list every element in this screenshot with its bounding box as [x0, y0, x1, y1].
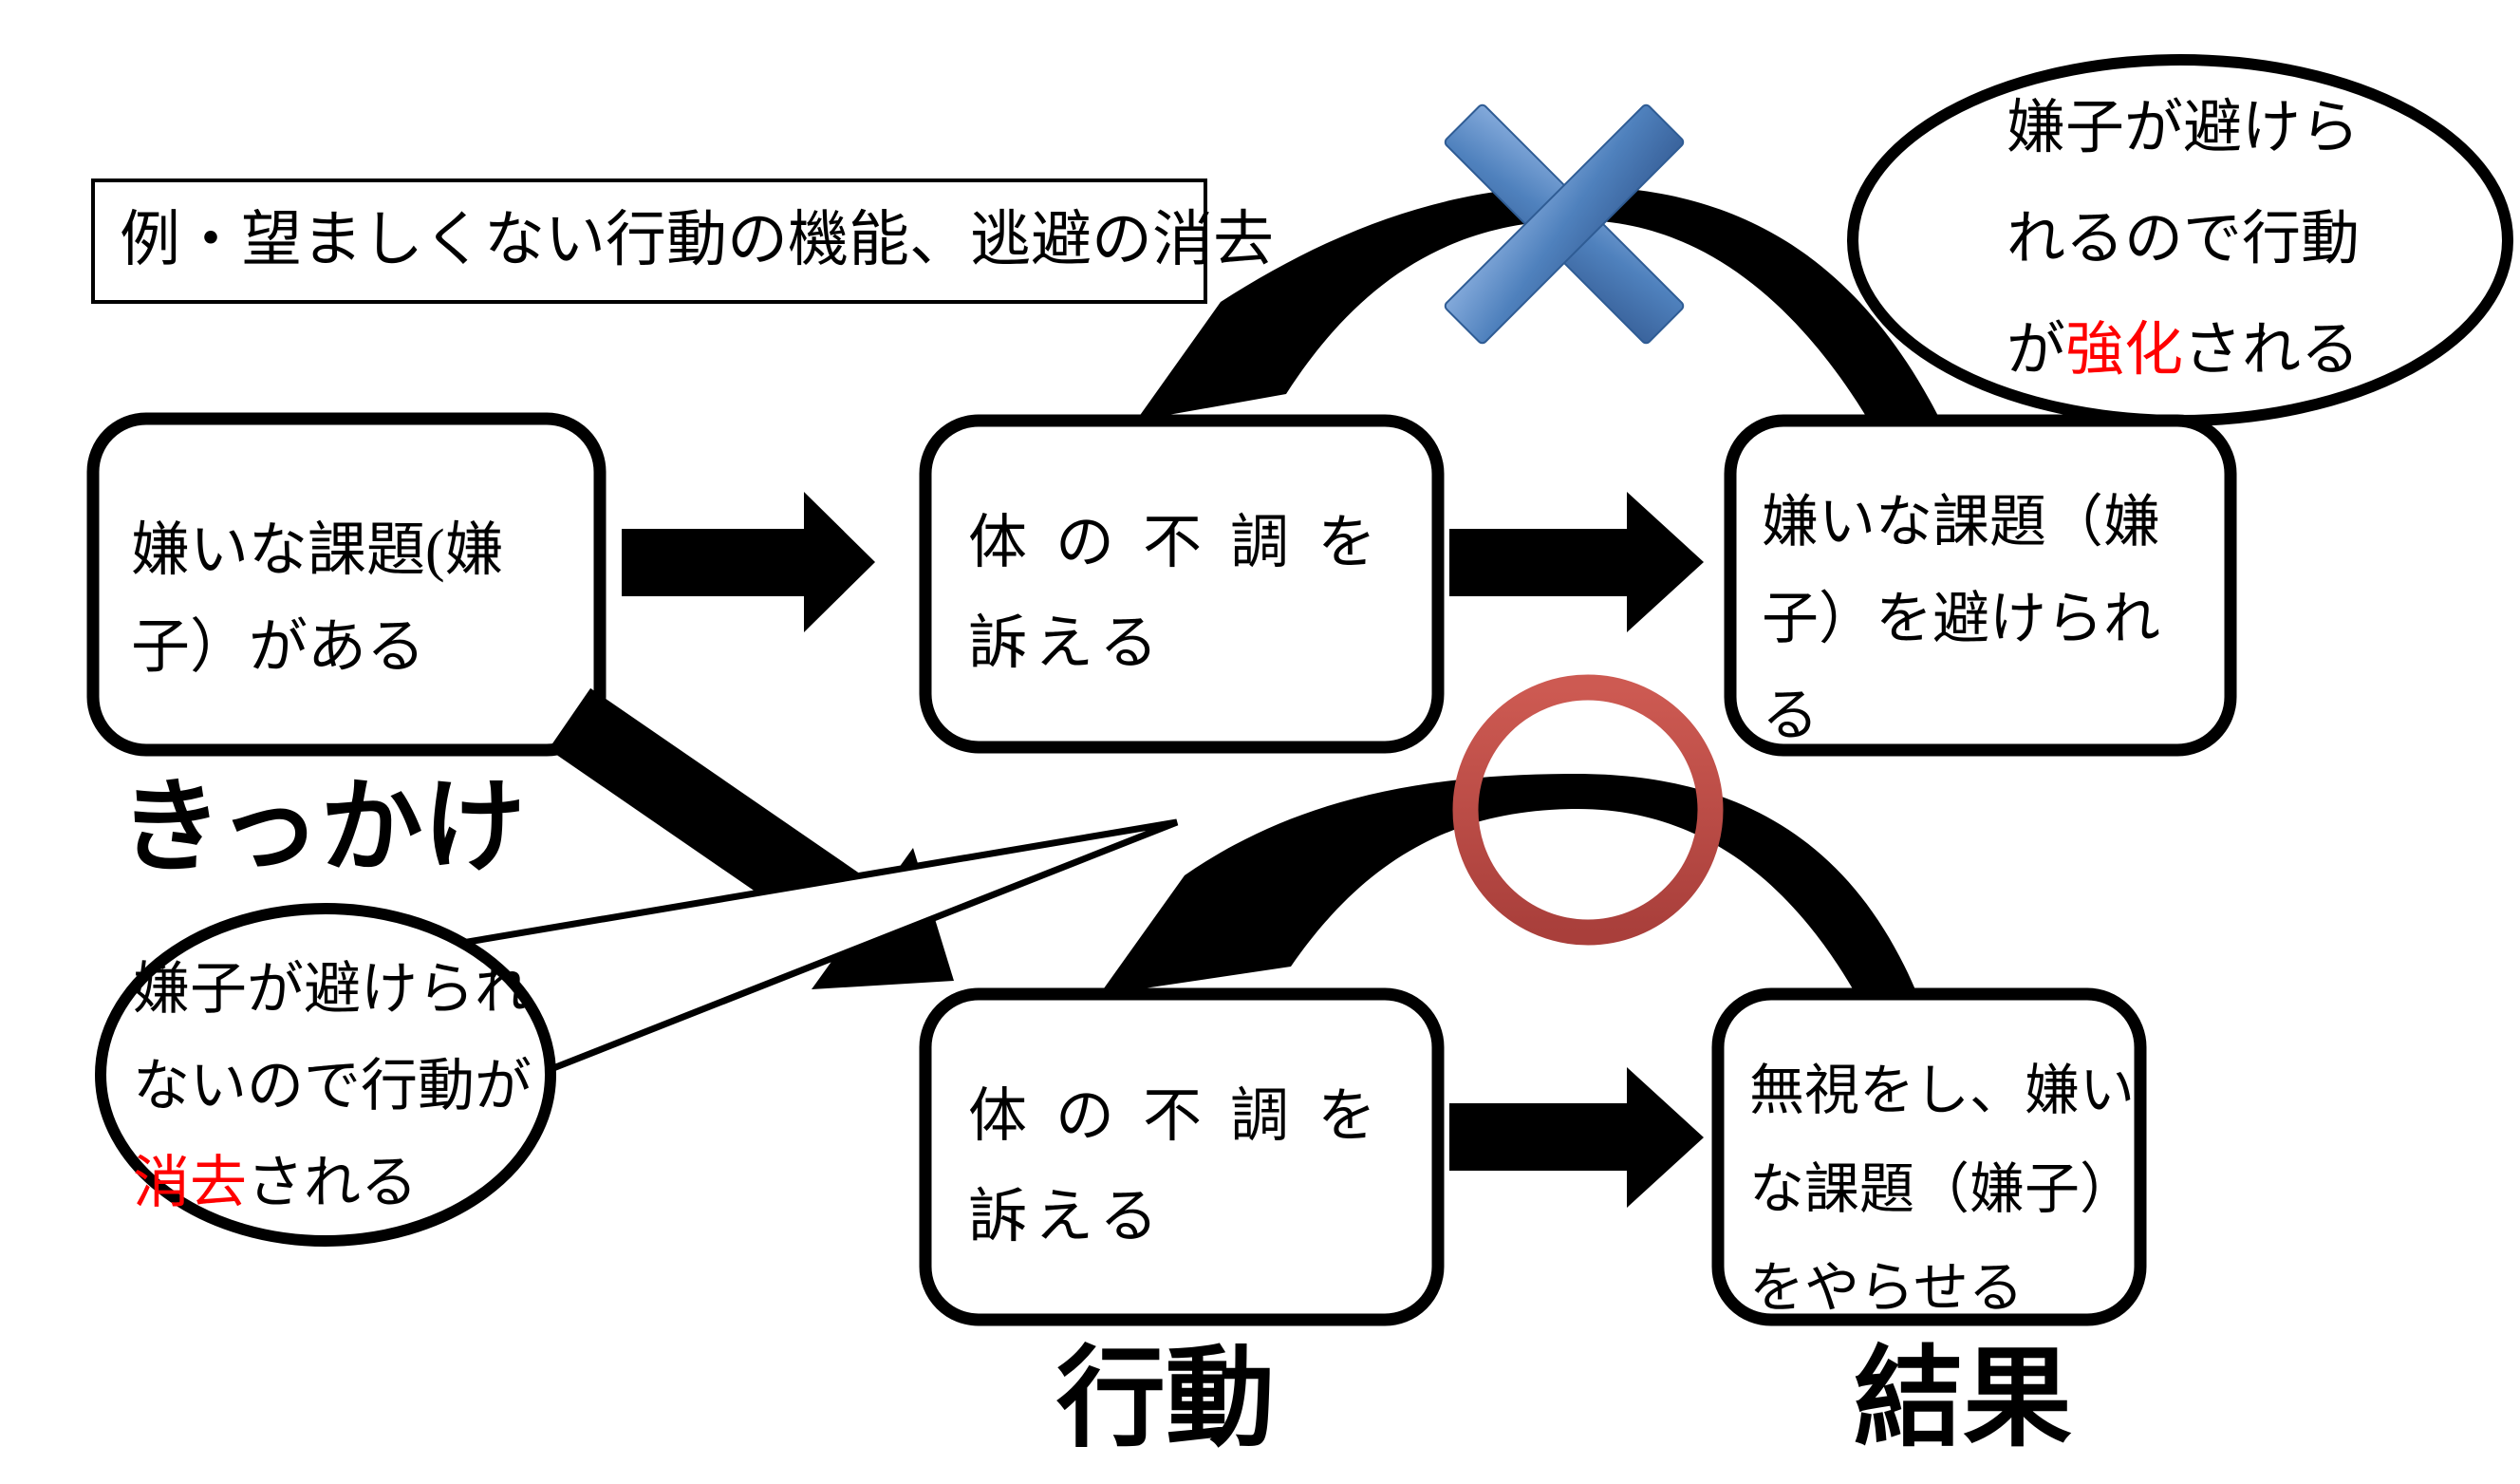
cross-bar-2	[1444, 103, 1685, 345]
example-note-text: 例・望ましくない行動の機能、逃避の消去	[120, 206, 1274, 273]
behavior-bottom-line2: 訴える	[968, 1185, 1166, 1249]
flow-box-consequence-top: 嫌いな課題（嫌 子）を避けられ る	[1724, 414, 2237, 757]
flow-box-behavior-bottom-border	[919, 987, 1445, 1326]
behavior-top-line1: 体の不調を	[968, 511, 1405, 575]
consequence-top-line2: 子）を避けられ	[1762, 588, 2160, 650]
example-note-box: 例・望ましくない行動の機能、逃避の消去	[91, 178, 1274, 304]
callout-extinguished: 嫌子が避けられ ないので行動が 消去される	[95, 818, 1179, 1247]
behavior-bottom-line1: 体の不調を	[968, 1084, 1405, 1149]
stage-label-behavior: 行動	[1056, 1338, 1275, 1459]
example-note-border	[91, 178, 1207, 304]
behavior-top-line2: 訴える	[968, 611, 1166, 676]
callout-reinforced-line2: れるので行動	[2007, 207, 2360, 272]
consequence-bottom-line1: 無視をし、嫌い	[1749, 1060, 2135, 1121]
flow-box-behavior-bottom: 体の不調を 訴える	[919, 987, 1445, 1326]
reinforced-emphasis-text: 強化	[2065, 318, 2183, 383]
flow-box-behavior-top-border	[919, 414, 1445, 754]
antecedent-line1: 嫌いな課題(嫌	[131, 518, 504, 583]
extinguished-emphasis-text: 消去	[133, 1152, 247, 1214]
allowed-ring-icon	[1452, 674, 1724, 946]
flow-box-consequence-bottom: 無視をし、嫌い な課題（嫌子） をやらせる	[1711, 987, 2147, 1326]
consequence-top-line3: る	[1762, 685, 1819, 747]
flow-box-antecedent-border	[86, 412, 607, 757]
arrow-behavior-to-consequence-bottom	[1449, 1067, 1704, 1208]
stage-label-consequence: 結果	[1854, 1338, 2072, 1459]
antecedent-line2: 子）がある	[131, 615, 425, 680]
callout-extinguished-line3: 消去される	[133, 1152, 418, 1214]
consequence-bottom-line2: な課題（嫌子）	[1749, 1158, 2135, 1220]
flow-box-consequence-bottom-border	[1711, 987, 2147, 1326]
callout-reinforced-line1: 嫌子が避けら	[2007, 96, 2360, 160]
stage-label-antecedent: きっかけ	[120, 769, 526, 884]
callout-extinguished-line2: ないので行動が	[133, 1055, 532, 1118]
flow-box-antecedent: 嫌いな課題(嫌 子）がある	[86, 412, 607, 757]
blocked-cross-icon	[1444, 103, 1685, 345]
callout-reinforced-line3: が強化される	[2007, 318, 2360, 383]
callout-reinforced: 嫌子が避けら れるので行動 が強化される	[1847, 54, 2513, 426]
callout-extinguished-line1: 嫌子が避けられ	[133, 958, 532, 1021]
arrow-antecedent-to-behavior	[622, 492, 875, 632]
flow-box-behavior-top: 体の不調を 訴える	[919, 414, 1445, 754]
flow-box-consequence-top-border	[1724, 414, 2237, 757]
consequence-bottom-line3: をやらせる	[1749, 1257, 2024, 1319]
consequence-top-line1: 嫌いな課題（嫌	[1762, 491, 2160, 554]
arrow-feedback-top	[1136, 186, 1944, 427]
arrow-behavior-to-consequence-top	[1449, 492, 1704, 632]
callout-extinguished-bubble	[95, 903, 556, 1247]
